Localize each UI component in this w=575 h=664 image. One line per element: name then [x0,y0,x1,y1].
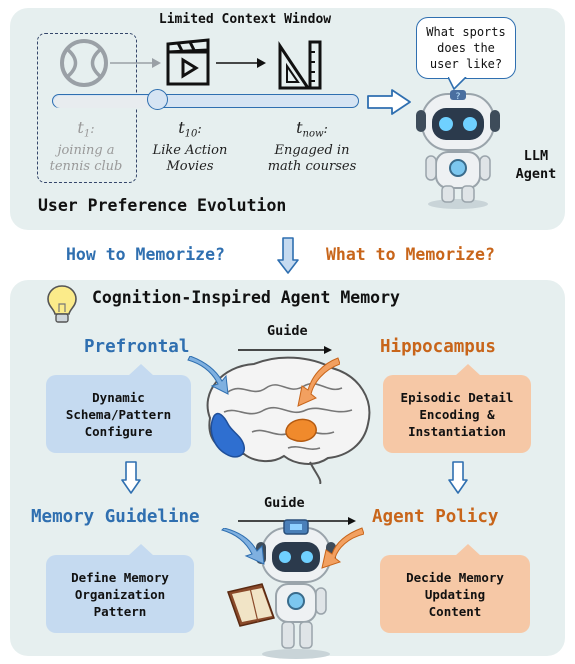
agent-policy-label: Agent Policy [372,507,499,527]
t1-colon: : [90,122,95,137]
tnow-desc: Engaged in math courses [267,142,357,174]
guide-top-arrow-icon [238,346,332,354]
ruler-icon [278,40,322,90]
guideline-box-notch [128,544,154,556]
prefrontal-box-text: Dynamic Schema/Pattern Configure [65,389,172,439]
how-to-memorize: How to Memorize? [66,245,225,264]
tnow-sub: now [302,128,324,140]
hippocampus-down-arrow-icon [448,461,468,494]
agent-label-line2: Agent [515,166,557,182]
down-arrow-icon [277,237,299,274]
speech-bubble-tail [448,77,467,91]
guide-top-label: Guide [267,323,308,339]
brain-icon [206,356,371,484]
guideline-pointer-arrow-icon [221,528,265,565]
speech-bubble-text: What sports does the user like? [426,25,506,71]
timeline-label-10: t10: Like Action Movies [145,120,235,175]
timeline-fill [54,96,158,108]
context-window-title: Limited Context Window [158,12,332,27]
t10-desc: Like Action Movies [152,142,228,174]
hippocampus-box: Episodic Detail Encoding & Instantiation [383,375,531,453]
guideline-box: Define Memory Organization Pattern [46,555,194,633]
t1-sub: 1 [83,128,91,140]
prefrontal-down-arrow-icon [121,461,141,494]
policy-box-notch [455,544,481,556]
timeline-icons [60,38,322,90]
to-agent-arrow-icon [367,89,411,115]
t10-colon: : [197,122,202,137]
t10-letter: t [178,118,185,137]
timeline-label-now: tnow: Engaged in math courses [262,120,362,175]
timeline-label-1: t1: joining a tennis club [38,120,134,175]
tnow-colon: : [323,122,328,137]
policy-pointer-arrow-icon [321,527,364,569]
timeline-handle [147,89,168,110]
user-preference-title: User Preference Evolution [38,196,287,215]
policy-box: Decide Memory Updating Content [380,555,530,633]
tennis-ball-icon [60,39,108,87]
agent-label: LLM Agent [508,147,564,183]
robot-with-book-icon [227,519,336,659]
prefrontal-box-notch [128,364,154,376]
t10-sub: 10 [184,128,198,140]
cognition-title: Cognition-Inspired Agent Memory [92,288,400,307]
what-to-memorize: What to Memorize? [326,245,495,264]
hippocampus-pointer-arrow-icon [297,357,340,407]
guide-bottom-label: Guide [264,495,305,511]
hippocampus-label: Hippocampus [380,337,496,357]
policy-box-text: Decide Memory Updating Content [406,569,504,619]
speech-bubble: What sports does the user like? [416,17,516,79]
prefrontal-label: Prefrontal [84,337,190,357]
past-context-frame [37,33,137,183]
prefrontal-pointer-arrow-icon [187,356,229,395]
robot-agent-icon: ? [416,90,500,209]
hippocampus-box-notch [455,364,481,376]
movie-clapper-icon [166,38,210,86]
t1-desc: joining a tennis club [49,142,123,174]
tnow-letter: t [296,118,303,137]
t1-letter: t [77,118,84,137]
lightbulb-icon [47,285,77,323]
svg-text:?: ? [456,92,461,102]
prefrontal-box: Dynamic Schema/Pattern Configure [46,375,191,453]
hippocampus-box-text: Episodic Detail Encoding & Instantiation [400,389,514,439]
memory-guideline-label: Memory Guideline [31,507,200,527]
agent-label-line1: LLM [523,148,549,164]
guideline-box-text: Define Memory Organization Pattern [71,569,169,619]
